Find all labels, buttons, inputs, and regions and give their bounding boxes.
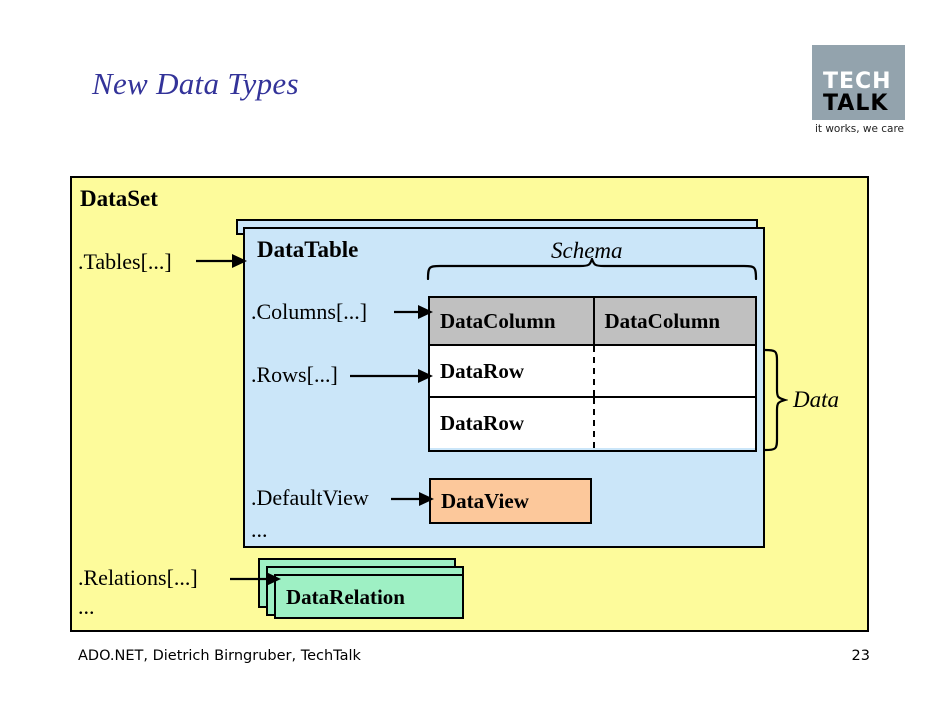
dataset-title: DataSet [80,186,158,211]
footer-credit: ADO.NET, Dietrich Birngruber, TechTalk [78,648,361,664]
datatable-member-defaultview: .DefaultView [251,485,369,510]
table-row: DataRow [430,346,755,398]
dataview-box [429,478,592,524]
schema-brace-icon [426,258,758,280]
logo-line-tech: TECH [823,69,892,94]
arrow-rows-to-datarow [350,369,433,383]
techtalk-logo: TECH TALK it works, we care [812,45,905,137]
data-brace-icon [763,348,788,452]
datatable-title: DataTable [257,237,359,262]
datarelation-label: DataRelation [286,585,405,609]
grid-cell-0-0: DataRow [430,346,593,396]
grid-header-row: DataColumn DataColumn [430,298,755,346]
datatable-member-ellipsis: ... [251,517,268,542]
dataset-member-tables: .Tables[...] [78,249,172,274]
page-number: 23 [851,648,870,664]
schema-brace-label: Schema [551,238,623,263]
datatable-member-rows: .Rows[...] [251,362,338,387]
logo-tagline: it works, we care [814,123,905,135]
arrow-tables-to-datatable [196,254,247,268]
grid-cell-1-1 [592,398,755,448]
dataset-member-ellipsis: ... [78,594,95,619]
schema-data-grid: DataColumn DataColumn DataRow DataRow [428,296,757,452]
dataset-member-relations: .Relations[...] [78,565,198,590]
data-brace-label: Data [793,387,839,412]
logo-background-box [812,45,905,120]
logo-line-talk: TALK [823,91,889,116]
arrow-columns-to-datacolumn [394,305,433,319]
page-title: New Data Types [92,66,299,101]
grid-header-cell-1: DataColumn [592,298,755,346]
table-row: DataRow [430,398,755,448]
datatable-member-columns: .Columns[...] [251,299,368,324]
dataview-label: DataView [441,489,529,513]
grid-cell-1-0: DataRow [430,398,593,448]
arrow-defaultview-to-dataview [391,492,434,506]
grid-cell-0-1 [592,346,755,396]
datarelation-box [274,574,464,619]
arrow-relations-to-datarelation [230,572,281,586]
footer-divider [78,637,864,638]
grid-header-cell-0: DataColumn [430,298,593,346]
